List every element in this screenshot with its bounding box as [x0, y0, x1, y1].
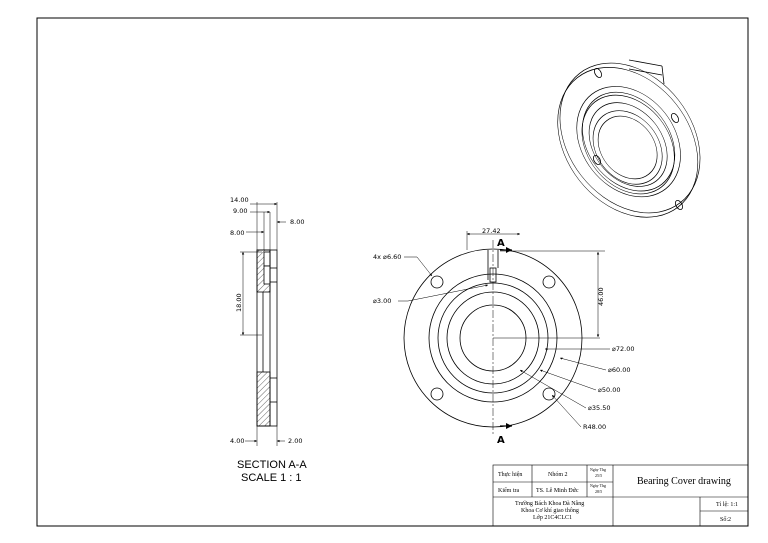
- dim-46: 46.00: [597, 287, 605, 306]
- date-2: 28/5: [595, 489, 602, 494]
- section-view: [240, 202, 286, 446]
- dim-4: 4.00: [230, 437, 244, 445]
- date-label-2: Ngày Thg: [590, 483, 606, 488]
- section-caption: SECTION A-A: [237, 459, 307, 471]
- drawing-title: Bearing Cover drawing: [637, 476, 731, 487]
- dim-phi35-5: ⌀35.50: [588, 404, 611, 412]
- dim-phi3: ⌀3.00: [373, 297, 391, 305]
- section-label-bottom: A: [497, 435, 505, 446]
- dim-phi50: ⌀50.00: [598, 386, 621, 394]
- date-label-1: Ngày Thg: [590, 467, 606, 472]
- dim-14: 14.00: [230, 196, 249, 204]
- sheet-border: [36, 17, 749, 527]
- dim-9: 9.00: [233, 207, 247, 215]
- dim-27-42: 27.42: [482, 227, 501, 235]
- sheet-number: Số:2: [720, 516, 731, 523]
- dim-2: 2.00: [288, 437, 302, 445]
- front-view: [398, 231, 610, 436]
- dim-8-right: 8.00: [290, 218, 304, 226]
- school-line-2: Khoa Cơ khí giao thông: [521, 508, 579, 514]
- dim-holes: 4x ⌀6.60: [373, 253, 401, 261]
- scale-value: Tỉ lệ: 1:1: [716, 502, 738, 508]
- performed-by-label: Thực hiện: [498, 472, 522, 478]
- checked-by-label: Kiểm tra: [498, 487, 519, 494]
- date-1: 25/5: [595, 473, 602, 478]
- dim-phi72: ⌀72.00: [612, 345, 635, 353]
- checked-by-value: TS. Lê Minh Đức: [536, 488, 579, 494]
- section-label-top: A: [497, 238, 505, 249]
- performed-by-value: Nhóm 2: [548, 472, 568, 478]
- dim-18: 18.00: [235, 293, 243, 312]
- title-block: [492, 464, 749, 527]
- scale-caption: SCALE 1 : 1: [241, 472, 302, 484]
- school-line-3: Lớp 21C4CLC1: [533, 515, 572, 521]
- isometric-view: [557, 59, 701, 218]
- dim-phi60: ⌀60.00: [608, 366, 631, 374]
- dim-8-left: 8.00: [230, 229, 244, 237]
- dim-r48: R48.00: [583, 423, 606, 431]
- school-line-1: Trường Bách Khoa Đà Nẵng: [515, 500, 584, 507]
